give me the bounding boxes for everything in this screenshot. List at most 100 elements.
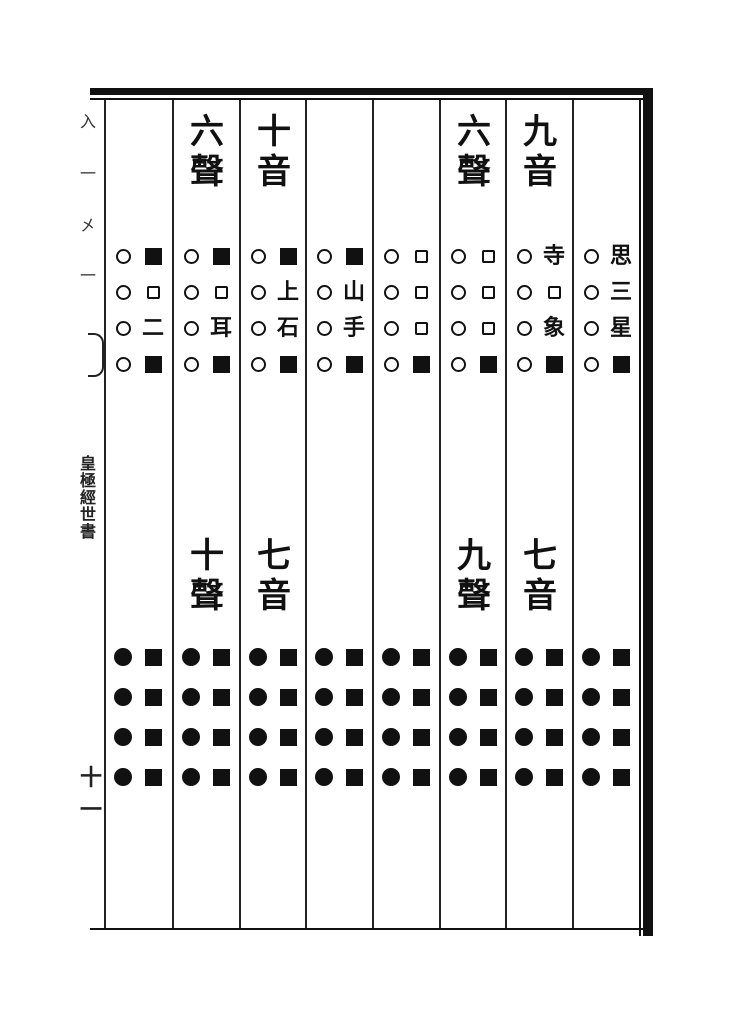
filled-square-icon (345, 355, 363, 373)
table-cell (178, 347, 204, 381)
table-row (441, 680, 507, 714)
filled-circle-icon (515, 768, 533, 786)
table-cell (406, 275, 436, 309)
filled-square-icon (144, 768, 162, 786)
empty-circle-icon (183, 356, 199, 372)
filled-square-icon (345, 728, 363, 746)
filled-circle-icon (449, 648, 467, 666)
column-heading: 七音 (507, 536, 573, 616)
filled-square-icon (479, 355, 497, 373)
table-cell (110, 640, 136, 674)
empty-circle-icon (316, 320, 332, 336)
table-cell (445, 347, 471, 381)
empty-circle-icon (316, 356, 332, 372)
table-row (174, 347, 240, 381)
filled-square-icon (612, 688, 630, 706)
empty-circle-icon (250, 356, 266, 372)
empty-circle-icon (383, 284, 399, 300)
column-heading: 六聲 (174, 112, 240, 192)
filled-circle-icon (182, 688, 200, 706)
margin-fragment: 一 (80, 266, 97, 285)
table-row (106, 640, 172, 674)
filled-circle-icon (515, 648, 533, 666)
empty-circle-icon (316, 284, 332, 300)
empty-circle-icon (450, 248, 466, 264)
table-row (241, 680, 307, 714)
filled-circle-icon (114, 688, 132, 706)
table-cell (473, 760, 503, 794)
filled-circle-icon (182, 768, 200, 786)
table-cell (339, 720, 369, 754)
table-cell (606, 347, 636, 381)
table-cell (378, 680, 404, 714)
empty-circle-icon (516, 284, 532, 300)
filled-square-icon (212, 768, 230, 786)
table-cell (511, 347, 537, 381)
empty-square-icon (414, 285, 428, 299)
table-row: 耳 (174, 311, 240, 345)
table-cell (138, 680, 168, 714)
heading-character: 九 (523, 112, 557, 152)
empty-circle-icon (583, 248, 599, 264)
table-cell: 山 (339, 275, 369, 309)
table-row: 手 (307, 311, 373, 345)
column-heading: 九音 (507, 112, 573, 192)
heading-character: 六 (457, 112, 491, 152)
empty-circle-icon (250, 320, 266, 336)
table-cell (378, 275, 404, 309)
character: 思 (609, 243, 632, 269)
table-cell (339, 640, 369, 674)
table-cell: 星 (606, 311, 636, 345)
heading-character: 九 (457, 536, 491, 576)
frame-right-inner-border (639, 100, 641, 936)
empty-circle-icon (183, 284, 199, 300)
column-rule (439, 100, 441, 928)
filled-circle-icon (182, 648, 200, 666)
table-row (374, 640, 440, 674)
table-row (507, 640, 573, 674)
filled-square-icon (412, 768, 430, 786)
table-cell (245, 680, 271, 714)
table-cell (138, 760, 168, 794)
filled-circle-icon (315, 648, 333, 666)
margin-fragment: 入 (80, 112, 97, 131)
filled-circle-icon (249, 688, 267, 706)
table-row (374, 239, 440, 273)
table-cell (511, 239, 537, 273)
table-cell (578, 720, 604, 754)
table-row (507, 275, 573, 309)
character: 耳 (209, 315, 232, 341)
empty-circle-icon (316, 248, 332, 264)
table-cell (110, 720, 136, 754)
filled-square-icon (144, 688, 162, 706)
empty-circle-icon (183, 320, 199, 336)
empty-square-icon (481, 285, 495, 299)
table-cell: 象 (539, 311, 569, 345)
table-cell (473, 311, 503, 345)
heading-character: 十 (257, 112, 291, 152)
filled-square-icon (279, 688, 297, 706)
empty-circle-icon (115, 320, 131, 336)
filled-circle-icon (114, 648, 132, 666)
table-cell (473, 275, 503, 309)
table-cell (110, 680, 136, 714)
column-heading: 七音 (241, 536, 307, 616)
filled-circle-icon (382, 768, 400, 786)
filled-square-icon (144, 728, 162, 746)
table-column (374, 100, 440, 928)
empty-circle-icon (583, 284, 599, 300)
filled-circle-icon (315, 728, 333, 746)
table-cell: 思 (606, 239, 636, 273)
heading-character: 聲 (190, 152, 224, 192)
table-cell (578, 760, 604, 794)
empty-circle-icon (115, 248, 131, 264)
table-cell (206, 720, 236, 754)
empty-circle-icon (516, 248, 532, 264)
table-column: 二 (106, 100, 172, 928)
filled-square-icon (412, 728, 430, 746)
filled-square-icon (212, 728, 230, 746)
table-cell (178, 239, 204, 273)
filled-square-icon (545, 728, 563, 746)
table-cell (138, 640, 168, 674)
